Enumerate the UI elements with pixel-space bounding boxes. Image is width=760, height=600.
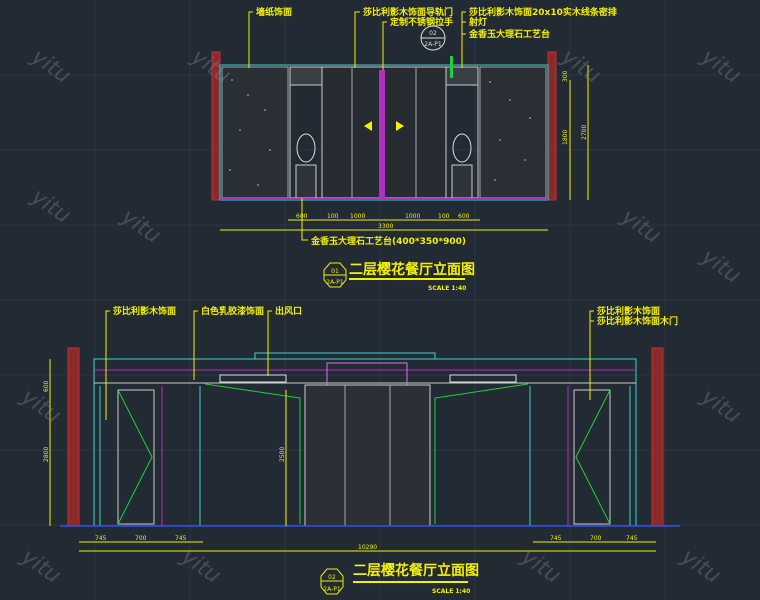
dim-h-5: 100 (438, 213, 450, 220)
svg-text:yitu: yitu (16, 544, 65, 589)
dim-right-2: 700 (590, 535, 602, 542)
drawing-title: 二层樱花餐厅立面图 (349, 261, 475, 278)
svg-text:yitu: yitu (26, 184, 75, 229)
callout-sheet: 2A-P1 (424, 41, 442, 48)
dim-total: 3300 (378, 223, 393, 230)
dim-v-1: 600 (43, 380, 50, 392)
label-spotlight: 射灯 (468, 16, 487, 28)
section-callout[interactable]: 02 2A-P1 (420, 25, 446, 51)
air-outlet-left (219, 374, 287, 383)
elevation-2: 莎比利影木饰面 白色乳胶漆饰面 出风口 莎比利影木饰面 莎比利影木饰面木门 74… (43, 305, 680, 595)
dim-left-2: 700 (135, 535, 147, 542)
drawing-scale: SCALE 1:40 (432, 588, 470, 595)
dim-v-3: 1800 (562, 130, 569, 145)
dim-h-2: 100 (327, 213, 339, 220)
tag-sheet: 2A-P1 (326, 279, 344, 286)
callout-number: 02 (429, 30, 437, 37)
label-marble-table-spec: 金香玉大理石工艺台(400*350*900) (310, 235, 466, 247)
label-veneer-door: 莎比利影木饰面木门 (597, 315, 678, 327)
svg-text:yitu: yitu (116, 204, 165, 249)
tag-number: 01 (331, 268, 339, 275)
dim-right-1: 745 (550, 535, 562, 542)
vase-right (452, 133, 472, 163)
label-wallpaper: 墙纸饰面 (256, 6, 292, 18)
tag-number: 02 (328, 574, 336, 581)
right-wall (547, 51, 557, 201)
arrow-left-icon (364, 121, 372, 131)
label-veneer-right: 莎比利影木饰面 (597, 305, 660, 317)
dim-left-3: 745 (175, 535, 187, 542)
dim-v-2: 2700 (581, 125, 588, 140)
svg-text:yitu: yitu (676, 544, 725, 589)
center-panel (304, 384, 431, 527)
elevation-1: 墙纸饰面 莎比利影木饰面导轨门 定制不锈钢拉手 莎比利影木饰面20x10实木线条… (211, 6, 617, 292)
label-sliding-door: 莎比利影木饰面导轨门 (363, 6, 453, 18)
svg-text:yitu: yitu (616, 204, 665, 249)
dim-v-2: 2800 (43, 447, 50, 462)
dim-h-6: 600 (458, 213, 470, 220)
wallpaper-panel-right (479, 66, 547, 199)
svg-text:yitu: yitu (696, 244, 745, 289)
title-block-2: 02 2A-P1 二层樱花餐厅立面图 SCALE 1:40 (320, 562, 479, 595)
door-left (117, 389, 155, 525)
marble-table-left (295, 164, 317, 199)
svg-text:yitu: yitu (696, 44, 745, 89)
door-handle (379, 70, 385, 198)
dim-v-1: 300 (562, 70, 569, 82)
air-outlet-right (449, 374, 517, 383)
dim-h-1: 600 (296, 213, 308, 220)
vase-left (296, 133, 316, 163)
dim-right-3: 745 (626, 535, 638, 542)
dim-v-3: 2500 (279, 447, 286, 462)
label-handle: 定制不锈钢拉手 (389, 16, 453, 28)
niche-top-left (289, 66, 323, 86)
svg-text:yitu: yitu (696, 384, 745, 429)
label-latex-paint: 白色乳胶漆饰面 (201, 305, 264, 317)
tag-sheet: 2A-P1 (323, 586, 341, 593)
svg-text:yitu: yitu (16, 384, 65, 429)
dim-h-4: 1000 (405, 213, 420, 220)
label-veneer: 莎比利影木饰面 (113, 305, 176, 317)
title-block-1: 01 2A-P1 二层樱花餐厅立面图 SCALE 1:40 (323, 261, 475, 292)
arrow-right-icon (396, 121, 404, 131)
left-wall (67, 347, 80, 527)
label-air-outlet: 出风口 (275, 305, 302, 317)
dim-h-3: 1000 (350, 213, 365, 220)
drawing-title: 二层樱花餐厅立面图 (353, 562, 479, 579)
dim-total: 10290 (358, 544, 377, 551)
label-trim: 莎比利影木饰面20x10实木线条密排 (469, 6, 617, 18)
chandelier (326, 362, 408, 386)
svg-text:yitu: yitu (26, 44, 75, 89)
drawing-scale: SCALE 1:40 (428, 285, 466, 292)
dim-left-1: 745 (95, 535, 107, 542)
label-marble-table: 金香玉大理石工艺台 (468, 28, 550, 40)
right-wall (651, 347, 664, 527)
wallpaper-panel-left (221, 66, 289, 199)
marble-table-right (451, 164, 473, 199)
door-right (573, 389, 611, 525)
